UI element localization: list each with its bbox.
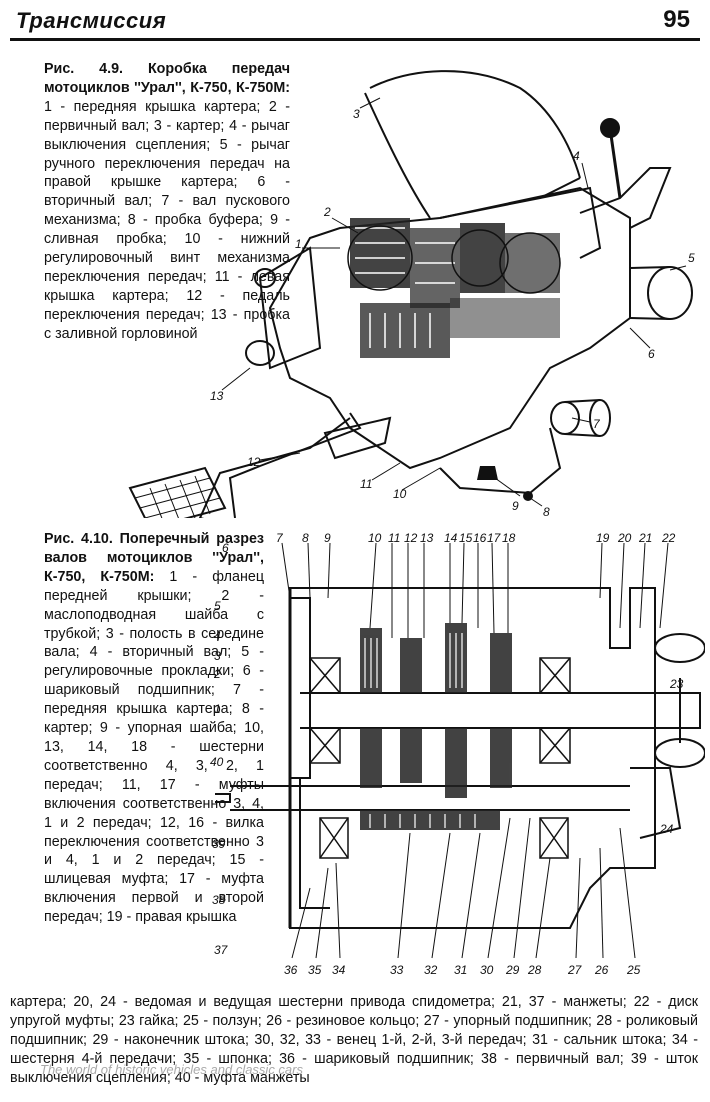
fig2-label-22: 22 [661,531,676,545]
fig2-label-21: 21 [638,531,652,545]
fig2-label-25: 25 [626,963,641,977]
watermark: The world of historic vehicles and class… [40,1062,303,1077]
fig1-label-3: 3 [353,107,360,121]
header-divider [10,38,700,41]
fig2-label-2: 2 [213,667,221,681]
page-header: Трансмиссия 95 [0,0,710,44]
fig1-label-5: 5 [688,251,695,265]
casing-outline [289,587,656,929]
fig2-label-33: 33 [390,963,404,977]
fig2-label-26: 26 [594,963,609,977]
fig2-label-35: 35 [308,963,322,977]
fig2-label-10: 10 [368,531,382,545]
fig1-label-10: 10 [393,487,407,501]
fig1-label-6: 6 [648,347,655,361]
section-svg: 7 8 9 10 11 12 13 14 15 16 17 18 19 20 2… [210,531,705,977]
fig2-label-1: 1 [214,702,221,716]
fig2-label-38: 38 [212,893,226,907]
fig1-label-8: 8 [543,505,550,518]
fig2-label-14: 14 [444,531,458,545]
fig2-label-20: 20 [617,531,632,545]
page-number: 95 [663,6,690,33]
figure-4-10-caption-title: Рис. 4.10. Поперечный разрез валов мотоц… [44,531,264,585]
fig1-label-4: 4 [573,149,580,163]
fig2-label-8: 8 [302,531,309,545]
fig2-label-9: 9 [324,531,331,545]
figure-4-9-caption-title: Рис. 4.9. Коробка передач мотоциклов ''У… [44,61,290,96]
fig1-label-13: 13 [210,389,224,403]
figure-4-10-caption-continued: картера; 20, 24 - ведомая и ведущая шест… [10,994,698,1086]
fig2-label-11: 11 [388,531,400,545]
fig2-label-18: 18 [502,531,516,545]
fig2-label-16: 16 [473,531,487,545]
fig1-label-7: 7 [593,417,601,431]
fig2-label-4: 4 [214,629,221,643]
fig2-label-34: 34 [332,963,346,977]
fig2-label-28: 28 [527,963,542,977]
fig1-label-12: 12 [247,455,261,469]
figure-4-10-caption-body: 1 - фланец передней крышки; 2 - маслопод… [44,568,265,926]
fig1-label-9: 9 [512,499,519,513]
fig2-label-3: 3 [214,649,221,663]
fig2-label-5: 5 [214,599,221,613]
fig2-label-17: 17 [487,531,502,545]
figure-4-10-caption: Рис. 4.10. Поперечный разрез валов мотоц… [44,530,264,927]
fig2-label-19: 19 [596,531,610,545]
gearbox-svg: 1 2 3 4 5 6 7 8 9 10 11 12 13 [128,70,695,518]
housing-body [268,186,631,470]
figure-4-10-section-drawing: 7 8 9 10 11 12 13 14 15 16 17 18 19 20 2… [210,528,705,988]
pedal-arm [198,417,351,518]
figure-4-9-gearbox-drawing: 1 2 3 4 5 6 7 8 9 10 11 12 13 [110,48,700,518]
fig1-label-2: 2 [323,205,331,219]
fig1-label-11: 11 [360,477,372,491]
fig2-label-30: 30 [480,963,494,977]
fig2-label-15: 15 [459,531,473,545]
fig2-label-6: 6 [222,541,229,555]
fig2-label-29: 29 [505,963,520,977]
fig2-label-36: 36 [284,963,298,977]
fig2-label-12: 12 [404,531,418,545]
figure-4-9-caption-body: 1 - передняя крышка картера; 2 - первичн… [44,98,290,342]
housing-top-outline [369,70,581,179]
fig2-label-13: 13 [420,531,434,545]
fig2-label-31: 31 [454,963,467,977]
fig2-label-27: 27 [567,963,583,977]
figure-4-9-caption: Рис. 4.9. Коробка передач мотоциклов ''У… [44,60,290,344]
fig1-label-1: 1 [295,237,302,251]
fig2-label-40: 40 [210,755,224,769]
section-title: Трансмиссия [16,8,167,33]
fig2-label-24: 24 [659,822,674,836]
fig2-label-37: 37 [214,943,229,957]
pedal-pad [128,466,227,518]
fig2-label-39: 39 [212,837,226,851]
secondary-shaft [300,692,680,729]
fig2-label-23: 23 [669,677,684,691]
fig2-label-7: 7 [276,531,284,545]
fig2-label-32: 32 [424,963,438,977]
